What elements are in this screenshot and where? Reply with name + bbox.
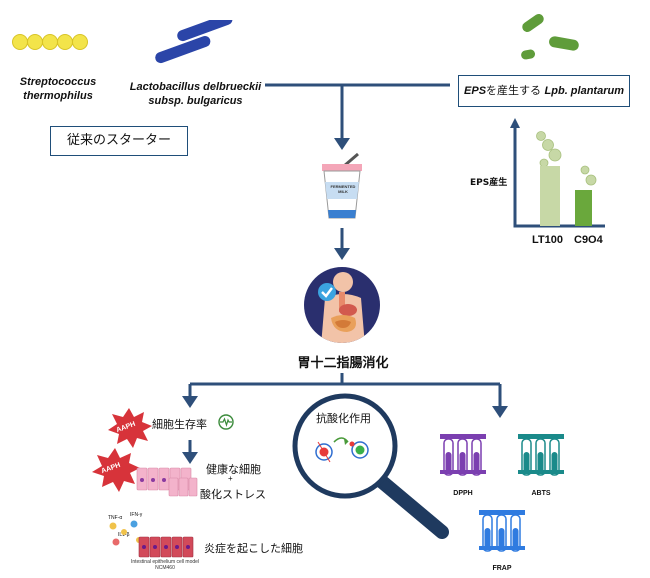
magnifier-icon xyxy=(292,393,449,539)
bar-c9o4 xyxy=(575,190,592,226)
neutralized-molecule-icon xyxy=(349,441,369,459)
arrow-to-assays xyxy=(492,406,508,418)
arrow-to-cup xyxy=(334,138,350,150)
healthy-cells-icon-2 xyxy=(168,477,198,497)
viability-label: 細胞生存率 xyxy=(152,418,207,431)
aaph-burst-1 xyxy=(108,408,152,448)
arrow-to-digestion xyxy=(334,248,350,260)
dpph-label: DPPH xyxy=(453,490,473,497)
aaph-burst-2 xyxy=(92,448,140,492)
eps-box-species: Lpb. plantarum xyxy=(544,85,624,97)
eps-bubbles xyxy=(536,131,597,186)
frap-label: FRAP xyxy=(492,565,512,572)
healthy-label: 健康な細胞 xyxy=(206,463,261,476)
eps-axis-label: EPS産生 xyxy=(470,178,508,188)
arrow-to-cells xyxy=(182,452,198,464)
cytokine-il1: IL1-β xyxy=(118,532,130,538)
streptococcus-icon xyxy=(12,34,88,50)
starter-box: 従来のスターター xyxy=(50,126,188,156)
strep-label: Streptococcus thermophilus xyxy=(19,76,97,102)
viability-icon xyxy=(218,414,234,430)
lacto-label: Lactobacillus delbrueckii subsp. bulgari… xyxy=(129,81,262,107)
eps-box-mid: を産生する xyxy=(486,84,545,97)
abts-tubes-icon xyxy=(518,434,564,476)
cell-model-label: Intestinal epithelium cell model NCM460 xyxy=(130,559,200,571)
strain-lt100-label: LT100 xyxy=(532,234,563,246)
strain-c9o4-label: C9O4 xyxy=(574,234,603,246)
inflamed-cells-icon xyxy=(138,536,194,558)
digestion-body-icon xyxy=(304,267,380,343)
abts-label: ABTS xyxy=(531,490,551,497)
arrow-to-viability xyxy=(182,396,198,408)
plus-label: + xyxy=(228,474,233,483)
frap-tubes-icon xyxy=(479,510,525,552)
cytokine-ifn: IFN-γ xyxy=(130,512,143,518)
eps-box-prefix: EPS xyxy=(464,85,487,97)
inflamed-label: 炎症を起こした細胞 xyxy=(204,542,303,555)
eps-production-chart xyxy=(510,118,605,228)
lactobacillus-icon xyxy=(155,20,233,64)
cup-label: FERMENTED MILK xyxy=(330,184,356,194)
bar-lt100 xyxy=(540,166,560,226)
digestion-label: 胃十二指腸消化 xyxy=(297,356,389,371)
cytokine-tnf: TNF-α xyxy=(108,515,123,521)
antioxidant-label: 抗酸化作用 xyxy=(316,412,371,425)
free-radical-icon xyxy=(315,441,333,463)
dpph-tubes-icon xyxy=(440,434,486,476)
stress-label: 酸化ストレス xyxy=(200,488,266,501)
eps-plantarum-box: EPSを産生する Lpb. plantarum xyxy=(458,75,630,107)
plantarum-icon xyxy=(521,13,579,60)
fermented-milk-cup-icon xyxy=(322,152,362,219)
